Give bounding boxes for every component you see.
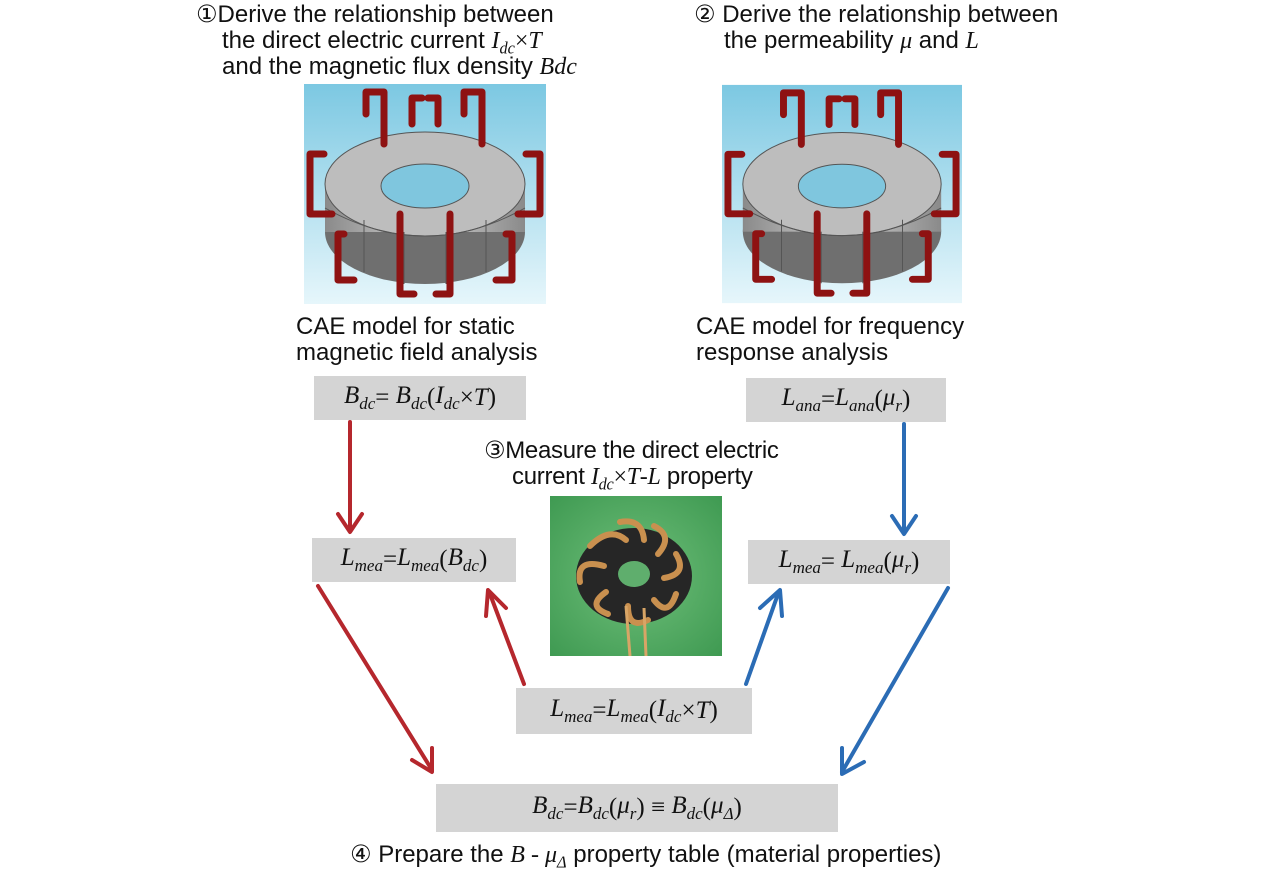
- model-left-caption-line1: CAE model for static: [296, 313, 515, 340]
- step1-heading-line1: ①Derive the relationship between: [196, 1, 554, 28]
- step1-heading-line3: and the magnetic flux density Bdc: [222, 53, 577, 81]
- formula-box-lmea-bdc: Lmea=Lmea(Bdc): [312, 538, 516, 582]
- step2-heading-line1: ② Derive the relationship between: [694, 1, 1059, 28]
- step2-heading-line2: the permeability μ and L: [724, 27, 979, 55]
- formula-box-lmea-idc-t: Lmea=Lmea(Idc×T): [516, 688, 752, 734]
- inductor-photo: [550, 496, 722, 656]
- model-right-caption-line2: response analysis: [696, 339, 889, 366]
- toroid-cae-model-frequency-image: [722, 84, 962, 304]
- step3-heading-line1: ③Measure the direct electric: [484, 437, 779, 464]
- model-right-caption-line1: CAE model for frequency: [696, 313, 965, 340]
- formula-box-lmea-mur: Lmea= Lmea(μr): [748, 540, 950, 584]
- step4-caption: ④ Prepare the B - μΔ property table (mat…: [350, 841, 942, 872]
- arrow-bdc-to-lmea-bdc: [336, 420, 364, 534]
- formula-box-lana-mur: Lana=Lana(μr): [746, 378, 946, 422]
- step2-marker: ②: [694, 1, 716, 28]
- formula-box-bdc-mudelta: Bdc=Bdc(μr) ≡ Bdc(μΔ): [436, 784, 838, 832]
- arrow-lmea-mur-to-final: [840, 586, 950, 776]
- step4-marker: ④: [350, 841, 372, 868]
- step1-heading-line2: the direct electric current Idc×T: [222, 27, 542, 58]
- model-left-caption-line2: magnetic field analysis: [296, 339, 538, 366]
- arrow-lana-to-lmea-mur: [890, 422, 918, 536]
- arrow-lmea-idc-to-lmea-mur: [744, 588, 784, 686]
- toroid-cae-model-static-image: [304, 84, 546, 304]
- step1-marker: ①: [196, 1, 218, 28]
- arrow-lmea-idc-to-lmea-bdc: [484, 588, 526, 686]
- formula-box-bdc-idc-t: Bdc= Bdc(Idc×T): [314, 376, 526, 420]
- step3-marker: ③: [484, 437, 506, 464]
- step3-heading-line2: current Idc×T-L property: [512, 463, 753, 494]
- arrow-lmea-bdc-to-final: [316, 584, 434, 774]
